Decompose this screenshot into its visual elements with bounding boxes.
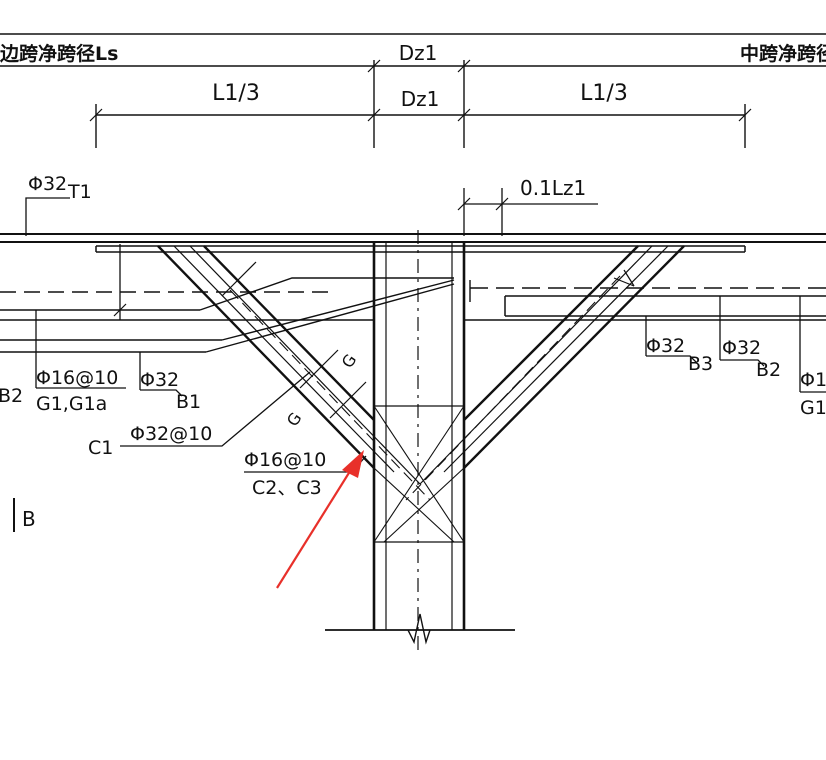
right-annotations: Φ32 B3 Φ32 B2 Φ1 G1 bbox=[645, 296, 826, 419]
label-b3-code: B3 bbox=[688, 353, 713, 375]
header-center-text: Dz1 bbox=[399, 41, 438, 65]
label-b1-bar: Φ32 bbox=[140, 369, 179, 391]
dim-top-offset: 0.1Lz1 bbox=[520, 176, 586, 200]
header-left-text: 边跨净跨径Ls bbox=[0, 42, 118, 65]
label-b2-bar: Φ32 bbox=[722, 337, 761, 359]
label-b1-code: B1 bbox=[176, 391, 201, 413]
label-right-code-partial: G1 bbox=[800, 397, 826, 419]
left-longitudinal-bars bbox=[0, 244, 455, 353]
right-longitudinal-bars bbox=[464, 280, 826, 321]
dim-right-third: L1/3 bbox=[580, 81, 628, 106]
label-g1-bar: Φ16@10 bbox=[36, 367, 118, 389]
label-c1-code: C1 bbox=[88, 437, 113, 459]
label-g1-code: G1,G1a bbox=[36, 393, 107, 415]
label-b3-bar: Φ32 bbox=[646, 335, 685, 357]
header-band: 边跨净跨径Ls Dz1 中跨净跨径 bbox=[0, 33, 826, 148]
header-right-text: 中跨净跨径 bbox=[740, 42, 826, 65]
offset-dimension: 0.1Lz1 bbox=[457, 176, 598, 236]
left-inclined-strut bbox=[157, 245, 455, 543]
girder-top-slab bbox=[0, 233, 826, 253]
red-arrow bbox=[276, 450, 364, 589]
dim-left-third: L1/3 bbox=[212, 81, 260, 106]
dimension-row: L1/3 Dz1 L1/3 bbox=[89, 81, 752, 148]
section-mark: B bbox=[22, 507, 36, 531]
label-right-bar-partial: Φ1 bbox=[800, 369, 826, 391]
label-t1-code: T1 bbox=[67, 181, 92, 203]
right-inclined-strut bbox=[383, 245, 685, 543]
label-g-mark-lower: G bbox=[283, 409, 306, 430]
label-c23-code: C2、C3 bbox=[252, 477, 322, 499]
label-c23-bar: Φ16@10 bbox=[244, 449, 326, 471]
label-b2-code: B2 bbox=[756, 359, 781, 381]
label-t1-bar: Φ32 bbox=[28, 173, 67, 195]
label-b2-left-code: B2 bbox=[0, 385, 23, 407]
label-c1-bar: Φ32@10 bbox=[130, 423, 212, 445]
label-g-mark-upper: G bbox=[338, 351, 361, 372]
dim-center: Dz1 bbox=[401, 87, 440, 111]
